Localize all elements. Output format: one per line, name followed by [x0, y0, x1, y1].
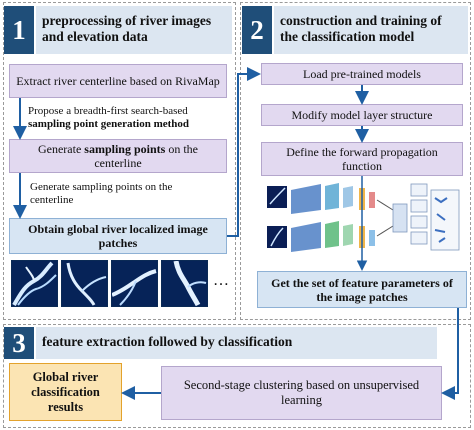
generate-suffix: on the centerline: [94, 142, 198, 170]
step-number-1: 1: [4, 6, 34, 54]
river-patch-thumbnail-2-icon: [66, 262, 107, 306]
generate-bold: sampling points: [84, 142, 166, 156]
extract-centerline-box: Extract river centerline based on RivaMa…: [9, 64, 227, 98]
step-title-preprocessing: preprocessing of river images and elevat…: [36, 6, 232, 54]
step-title-classification: feature extraction followed by classific…: [36, 327, 437, 359]
bfs-sampling-note: Propose a breadth-first search-based sam…: [28, 105, 232, 131]
panel-classification: [3, 324, 471, 428]
obtain-image-patches-box: Obtain global river localized image patc…: [9, 218, 227, 254]
river-patch-thumbnail-1-icon: [12, 261, 57, 306]
step-number-2: 2: [242, 6, 272, 54]
river-patch-thumbnail: [111, 260, 158, 307]
generate-prefix: Generate: [37, 142, 85, 156]
generate-sampling-note: Generate sampling points on the centerli…: [30, 181, 173, 206]
bfs-sampling-note-text: Propose a breadth-first search-based: [28, 105, 188, 117]
define-forward-box: Define the forward propagation function: [261, 142, 463, 176]
modify-layer-box: Modify model layer structure: [261, 104, 463, 126]
generate-text: Generate sampling points on the centerli…: [14, 142, 222, 170]
classification-results-box: Global river classification results: [9, 363, 122, 421]
river-patch-thumbnail: [61, 260, 108, 307]
step-title-model: construction and training of the classif…: [274, 6, 468, 54]
river-patch-thumbnail: [11, 260, 58, 307]
river-patch-thumbnail-4-icon: [173, 260, 207, 307]
panel-model: [240, 2, 471, 320]
more-patches-ellipsis: …: [213, 272, 229, 289]
load-pretrained-box: Load pre-trained models: [261, 63, 463, 85]
step-number-3: 3: [4, 327, 34, 359]
river-patch-thumbnail: [161, 260, 208, 307]
river-patch-thumbnail-3-icon: [111, 269, 157, 306]
bfs-sampling-note-bold: sampling point generation method: [28, 118, 190, 130]
panel-preprocessing: [3, 2, 236, 320]
feature-parameters-box: Get the set of feature parameters of the…: [257, 271, 467, 308]
generate-sampling-points-box: Generate sampling points on the centerli…: [9, 139, 227, 173]
second-stage-clustering-box: Second-stage clustering based on unsuper…: [161, 366, 442, 420]
network-architecture-illustration-icon: [267, 183, 460, 252]
